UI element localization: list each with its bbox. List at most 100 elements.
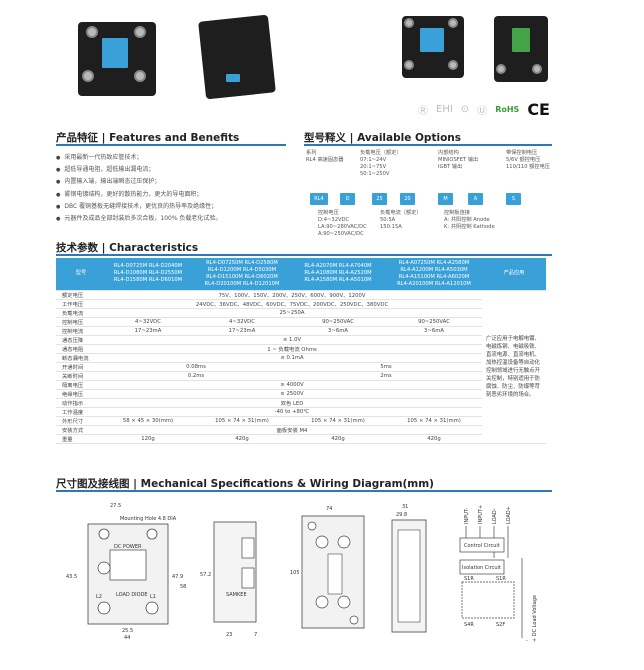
param-name: 控制电流 (56, 326, 102, 336)
feature-item: DBC 覆铜基板无缝焊接技术，更优良的热导率及绝缘性； (56, 201, 286, 213)
options-title-underline (304, 144, 552, 146)
cert-mark: ⊙ (460, 104, 470, 115)
param-value: 105 × 74 × 31(mm) (194, 416, 290, 426)
switch-label: S1R (496, 576, 506, 582)
cert-mark: Ⓡ (418, 106, 428, 117)
dim-label: 27.5 (110, 503, 121, 509)
param-value: 1 ~ 负载电流 Ohms (102, 344, 482, 354)
dim-label: 105 (290, 570, 300, 576)
param-value: 17~23mA (194, 326, 290, 336)
param-value: ≤ 1.0V (102, 335, 482, 345)
dc-load-voltage-label: + DC Load Voltage (532, 595, 538, 642)
dim-label: 44 (124, 635, 130, 640)
switch-label: S2F (496, 622, 505, 628)
param-value: ≥ 2500V (102, 389, 482, 399)
control-circuit-label: Control Circuit (464, 543, 500, 549)
ce-mark: CE (527, 100, 550, 119)
option-series-label: 系列 RL4 高速固态器 (306, 150, 344, 163)
features-list: 采用最新一代热致应管技术； 超低导通电阻，超低输出漏电流； 内置输入端，输出端瞬… (56, 152, 286, 225)
characteristics-title: 技术参数 | Characteristics (56, 242, 199, 254)
wiring-top-label: LOAD+ (506, 506, 512, 524)
brand-label: SAMKEE (226, 592, 247, 598)
table-row: 绝缘电压≥ 2500V (56, 389, 546, 399)
option-load-voltage-label: 负载电压（额定） 07:1~24V 20:1~75V 50:1~250V (360, 150, 402, 177)
header-application: 产品应用 (482, 258, 546, 291)
param-value: 105 × 74 × 31(mm) (290, 416, 386, 426)
options-title: 型号释义 | Available Options (304, 132, 462, 144)
header-model-group: RL4-D0725M RL4-D2040M RL4-D1080M RL4-D25… (102, 258, 194, 291)
characteristics-title-underline (56, 254, 552, 256)
wiring-diagram: INPUT- INPUT+ LOAD- LOAD+ Control Circui… (459, 505, 538, 644)
param-value: ≤ 0.1mA (102, 353, 482, 363)
side-view-drawing: 57.2 SAMKEE 23 7 (200, 521, 257, 638)
param-value: 0.08ms (102, 362, 290, 372)
param-value: 75V、100V、150V、200V、250V、600V、900V、1200V (102, 290, 482, 300)
param-name: 外形尺寸 (56, 416, 102, 426)
product-photo-3 (398, 6, 468, 80)
features-title-underline (56, 144, 286, 146)
param-name: 开通时间 (56, 362, 102, 372)
param-value: 120g (102, 434, 194, 444)
param-name: 绝缘电压 (56, 389, 102, 399)
param-name: 动作指示 (56, 398, 102, 408)
wiring-top-label: LOAD- (492, 508, 498, 524)
product-photo-1 (72, 8, 160, 100)
dim-label: 31 (402, 504, 408, 510)
feature-item: 采用最新一代热致应管技术； (56, 152, 286, 164)
code-box-option: S (506, 193, 521, 205)
switch-label: S1R (464, 576, 474, 582)
param-value: 3~6mA (290, 326, 386, 336)
dim-label: 25.5 (122, 628, 133, 634)
param-name: 断态漏电流 (56, 353, 102, 363)
feature-item: 元器件及成品全部封装后多次合板，100% 负载老化试验。 (56, 213, 286, 225)
param-name: 负载电流 (56, 308, 102, 318)
dim-label: 29.8 (396, 512, 407, 518)
option-connection-label: 控制板连接 A: 共阳控制 Anode K: 共阴控制 Kathode (444, 210, 495, 230)
dim-label: 58 (180, 584, 186, 590)
certification-marks: Ⓡ EHI ⊙ Ⓤ RoHS CE (418, 100, 550, 119)
code-box-current: 20 (400, 193, 415, 205)
code-box-series: RL4 (310, 193, 328, 205)
mounting-hole-label: Mounting Hole 4.8 DIA (120, 516, 177, 522)
top-view-drawing: 27.5 Mounting Hole 4.8 DIA DC POWER L2 L… (66, 503, 186, 640)
rohs-mark: RoHS (495, 105, 520, 114)
load-diode-label: LOAD DIODE (116, 592, 148, 598)
param-value: 105 × 74 × 31(mm) (386, 416, 482, 426)
param-name: 隔离电压 (56, 380, 102, 390)
table-row: 安装方式面板安装 M4 (56, 425, 546, 435)
option-structure-label: 内部结构 MINIOSFET 输出 IGBT 输出 (438, 150, 479, 170)
table-row: 断态漏电流≤ 0.1mA (56, 353, 546, 363)
table-row: 隔离电压≥ 4000V (56, 380, 546, 390)
code-box-control: D (340, 193, 355, 205)
option-control-voltage-label: 控制电压 D:4~32VDC LA:90~280VAC/DC A:90~250V… (318, 210, 367, 237)
dim-label: 57.2 (200, 572, 211, 578)
large-top-view-drawing: 74 105 (290, 506, 365, 629)
param-name: 重量 (56, 434, 102, 444)
header-model-group: RL4-D07250M RL4-D2580M RL4-D1200M RL4-D5… (194, 258, 290, 291)
feature-item: 雾钢电镀结构，更好的散热能力，更大的导电面积； (56, 189, 286, 201)
feature-item: 超低导通电阻，超低输出漏电流； (56, 164, 286, 176)
large-side-view-drawing: 31 29.8 (391, 504, 427, 633)
param-name: 控制电压 (56, 317, 102, 327)
dim-label: 43.5 (66, 574, 77, 580)
param-value: 17~23mA (102, 326, 194, 336)
param-value: 5ms (290, 362, 482, 372)
isolation-circuit-label: Isolation Circuit (462, 565, 501, 571)
terminal-l2-label: L2 (96, 594, 102, 600)
application-text: 广泛应用于电解电镀、电磁炼钢、电磁吸铁、直流电源、直流电机、加热控温设备等自动化… (482, 290, 546, 444)
table-row: 动作指示双色 LED (56, 398, 546, 408)
param-value: 4~32VDC (102, 317, 194, 327)
mechanical-title-underline (56, 490, 552, 492)
code-box-voltage: 25 (372, 193, 387, 205)
dc-power-label: DC POWER (114, 544, 142, 550)
dim-label: 7 (254, 632, 257, 638)
param-name: 工作温度 (56, 407, 102, 417)
param-value: 25~250A (102, 308, 482, 318)
